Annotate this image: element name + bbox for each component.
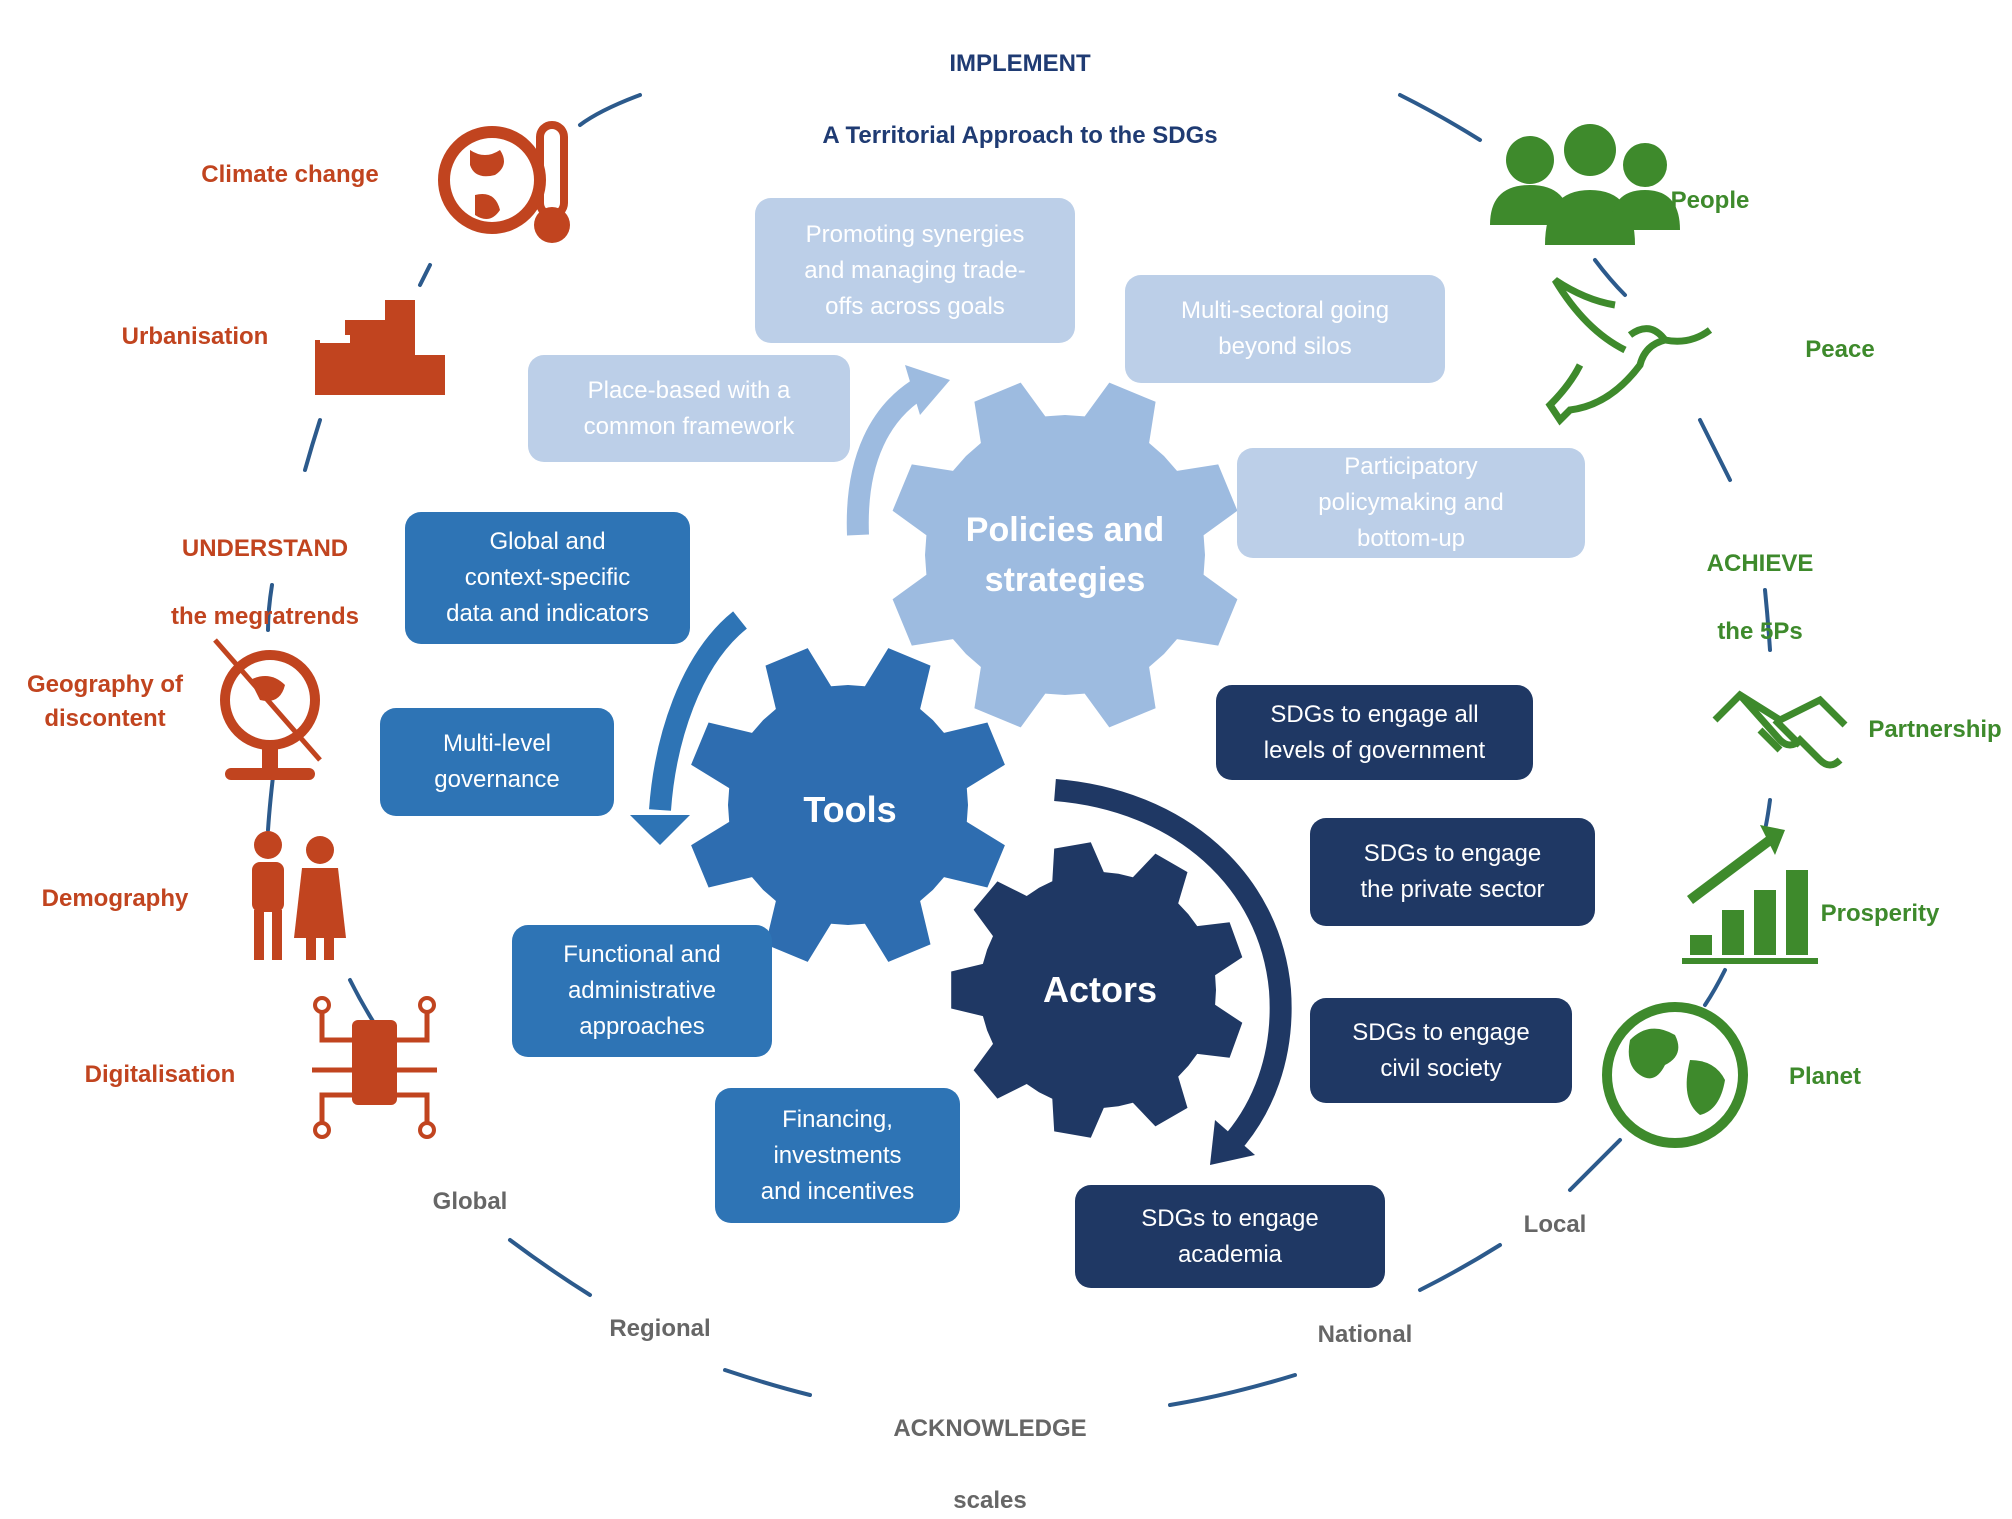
circle-segment [1764, 798, 1772, 827]
actor-box-civil-society: SDGs to engage civil society [1310, 998, 1572, 1103]
circuit-phone-icon [312, 996, 437, 1139]
policies-arrow [846, 375, 931, 536]
megatrend-label-geography-of-discontent: Geography of discontent [26, 671, 183, 732]
actors-arrowhead [1210, 1120, 1255, 1165]
circle-segment [723, 1368, 812, 1397]
five-p-label-planet: Planet [1788, 1063, 1862, 1090]
actors-arrow [1054, 779, 1292, 1148]
understand-heading-line1: UNDERSTAND [181, 535, 349, 562]
achieve-heading-line1: ACHIEVE [1706, 550, 1814, 577]
tool-box-data-indicators: Global and context-specific data and ind… [405, 512, 690, 644]
policy-box-place-based: Place-based with a common framework [528, 355, 850, 462]
tools-arrow [649, 611, 748, 811]
handshake-icon [1712, 690, 1848, 769]
elderly-couple-icon [252, 831, 346, 960]
circle-segment [418, 263, 432, 287]
five-p-label-prosperity: Prosperity [1820, 900, 1940, 927]
achieve-heading: ACHIEVE the 5Ps [1660, 513, 1860, 649]
five-p-label-peace: Peace [1805, 336, 1875, 363]
megatrend-label-climate-change: Climate change [201, 161, 379, 188]
tools-gear [691, 648, 1005, 962]
achieve-heading-line2: the 5Ps [1717, 618, 1803, 645]
circle-segment [1593, 258, 1627, 297]
megatrend-label-demography: Demography [41, 885, 189, 912]
acknowledge-heading-line2: scales [953, 1487, 1027, 1514]
outer-circle [266, 93, 1772, 1407]
people-group-icon [1490, 124, 1680, 245]
policy-box-participatory: Participatory policymaking and bottom-up [1237, 448, 1585, 558]
actors-gear [951, 842, 1243, 1138]
circle-segment [303, 418, 322, 472]
scale-label-global: Global [432, 1188, 508, 1215]
understand-heading-line2: the megratrends [170, 603, 360, 630]
policies-gear [892, 382, 1238, 728]
five-p-label-people: People [1670, 187, 1750, 214]
tools-arrowhead [630, 815, 690, 845]
circle-segment [578, 93, 642, 127]
globe-thermometer-icon [438, 121, 570, 243]
circle-segment [1763, 588, 1772, 652]
policy-box-synergies: Promoting synergies and managing trade- … [755, 198, 1075, 343]
diagram-graphics [213, 93, 1848, 1407]
implement-heading-line1: IMPLEMENT [949, 50, 1091, 77]
circle-segment [1168, 1373, 1297, 1407]
policies-arrowhead [905, 365, 950, 415]
circle-segment [1698, 418, 1732, 482]
megatrend-label-urbanisation: Urbanisation [121, 323, 269, 350]
understand-heading: UNDERSTAND the megratrends [150, 498, 380, 634]
scale-label-local: Local [1523, 1211, 1587, 1238]
actor-box-government: SDGs to engage all levels of government [1216, 685, 1533, 780]
policy-box-multi-sectoral: Multi-sectoral going beyond silos [1125, 275, 1445, 383]
gear-label-tools: Tools [803, 789, 897, 830]
circle-segment [1418, 1243, 1502, 1292]
five-p-label-partnership: Partnership [1868, 716, 2002, 743]
implement-heading-line2: A Territorial Approach to the SDGs [822, 122, 1218, 149]
gear-label-actors: Actors [1042, 969, 1158, 1010]
circle-segment [266, 583, 274, 632]
circle-segment [1398, 93, 1482, 142]
territorial-approach-diagram: IMPLEMENT A Territorial Approach to the … [26, 10, 2002, 1514]
acknowledge-heading-line1: ACKNOWLEDGE [893, 1415, 1087, 1442]
gear-label-policies: Policies and strategies [965, 511, 1165, 599]
growth-chart-icon [1682, 825, 1818, 964]
acknowledge-heading: ACKNOWLEDGE scales [830, 1375, 1150, 1519]
earth-icon [1602, 1002, 1748, 1148]
tool-box-financing: Financing, investments and incentives [715, 1088, 960, 1223]
gear-actors-shape [951, 842, 1243, 1138]
circle-segment [1703, 968, 1727, 1007]
circle-segment [1568, 1138, 1622, 1192]
broken-globe-icon [213, 638, 322, 780]
actor-box-academia: SDGs to engage academia [1075, 1185, 1385, 1288]
dove-icon [1545, 277, 1713, 426]
tool-box-functional-administrative: Functional and administrative approaches [512, 925, 772, 1057]
circle-segment [508, 1238, 592, 1297]
implement-heading: IMPLEMENT A Territorial Approach to the … [760, 10, 1280, 154]
tool-box-multi-level-governance: Multi-level governance [380, 708, 614, 816]
actor-box-private-sector: SDGs to engage the private sector [1310, 818, 1595, 926]
megatrend-label-digitalisation: Digitalisation [84, 1061, 236, 1088]
cycle-arrows [630, 365, 1292, 1165]
gear-tools-shape [691, 648, 1005, 962]
scale-label-regional: Regional [609, 1315, 711, 1342]
city-buildings-icon [315, 300, 445, 395]
megatrend-icons [213, 121, 570, 1139]
gear-policies-shape [892, 382, 1238, 728]
five-ps-icons [1490, 124, 1848, 1148]
scale-label-national: National [1317, 1321, 1413, 1348]
